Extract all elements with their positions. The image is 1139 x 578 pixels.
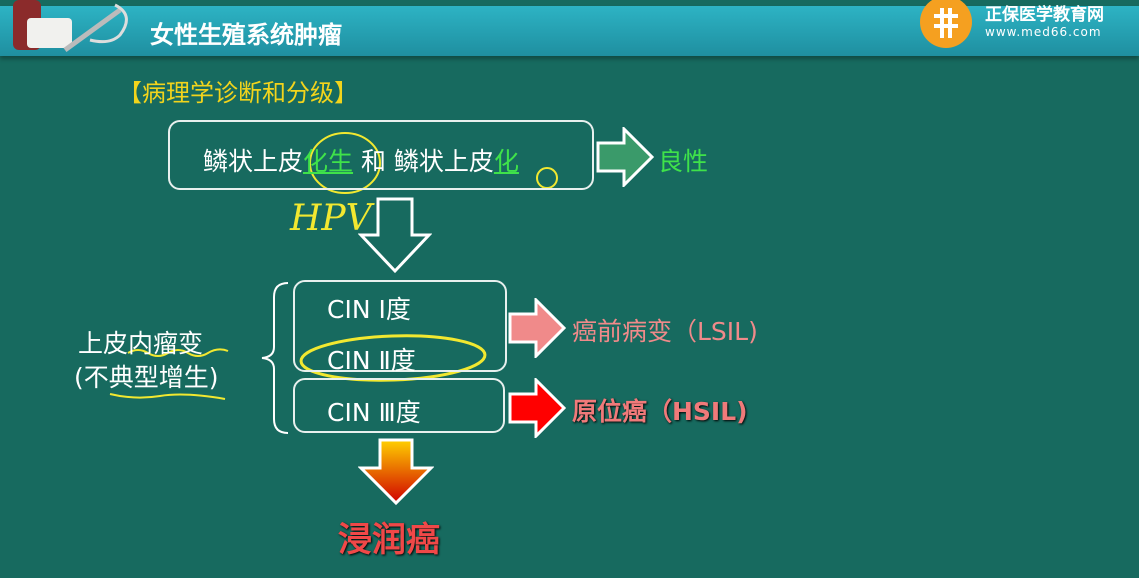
medical-tools-icon	[13, 0, 128, 53]
invasive-cancer-label: 浸润癌	[338, 520, 440, 560]
cin-1: CIN Ⅰ度	[327, 295, 411, 324]
text: 和 鳞状上皮	[353, 147, 494, 176]
top-box	[168, 120, 594, 190]
arrow-right-pink-icon	[508, 298, 566, 358]
left-label-line2: (不典型增生)	[74, 363, 219, 392]
benign-label: 良性	[658, 147, 709, 176]
arrow-right-red-icon	[508, 378, 566, 438]
brand-url: www.med66.com	[985, 25, 1102, 39]
arrow-right-icon	[596, 127, 654, 187]
metaplasia-text: 鳞状上皮化生 和 鳞状上皮化	[203, 142, 519, 178]
brand-name: 正保医学教育网	[985, 5, 1104, 25]
hsil-label: 原位癌（HSIL)	[572, 397, 748, 426]
text: 鳞状上皮	[203, 147, 304, 176]
text: 化生	[303, 147, 354, 176]
arrow-down-icon	[358, 197, 432, 274]
section-heading: 【病理学诊断和分级】	[118, 79, 358, 107]
arrow-down-gradient-icon	[358, 438, 434, 506]
cin-2: CIN Ⅱ度	[327, 346, 416, 375]
cin-box-1-2	[293, 280, 507, 372]
text: 化	[493, 147, 519, 176]
left-label-line1: 上皮内瘤变	[78, 329, 204, 358]
brace-icon	[261, 282, 289, 434]
logo-icon	[920, 0, 972, 48]
slide-title: 女性生殖系统肿瘤	[150, 21, 342, 49]
cin-box-3	[293, 378, 505, 433]
hpv-handwriting: HPV	[290, 198, 372, 239]
lsil-label: 癌前病变（LSIL)	[572, 317, 758, 346]
cin-3: CIN Ⅲ度	[327, 398, 421, 427]
